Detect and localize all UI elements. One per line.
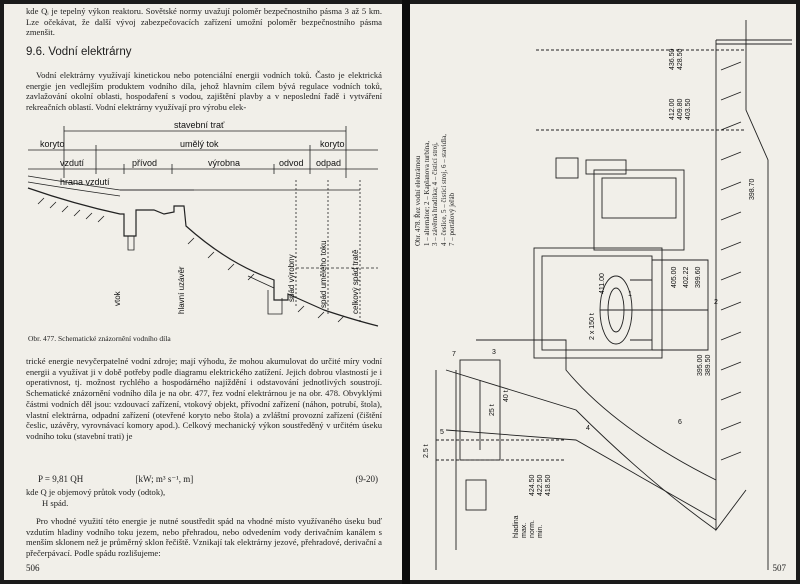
part-5: 5: [440, 429, 444, 436]
caption-line-1: 1 – alternátor; 2 – Kaplanova turbína,: [422, 140, 431, 246]
dim-2-5: 2.5 t: [423, 444, 430, 458]
label-stavebni-trat: staveb­ní trať: [174, 120, 225, 130]
formula-units: [kW; m³ s⁻¹, m]: [135, 474, 194, 484]
elev-405: 405.00: [671, 266, 678, 288]
figure-477-diagram: staveb­ní trať koryto umělý tok koryto v…: [27, 120, 379, 327]
section-heading: 9.6. Vodní elektrárny: [26, 46, 132, 58]
part-4: 4: [586, 425, 590, 432]
formula-number: (9-20): [355, 474, 379, 484]
elev-402: 402.22: [683, 266, 690, 288]
elev-395: 395.00: [697, 354, 704, 376]
formula-line: P = 9,81 QH [kW; m³ s⁻¹, m] (9-20): [26, 474, 382, 485]
label-hrana-vzduti: hrana vzdutí: [60, 177, 110, 187]
where-line-2: H spád.: [42, 498, 69, 508]
elev-436: 436.50: [669, 48, 676, 70]
level-norm: norm.: [529, 520, 536, 538]
label-koryto-right: koryto: [320, 139, 345, 149]
page-number-right: 507: [772, 563, 787, 573]
elev-422: 422.50: [537, 474, 544, 496]
label-vzduti: vzdutí: [60, 158, 85, 168]
book-gutter: [402, 0, 410, 584]
part-1: 1: [628, 291, 632, 298]
elev-399: 399.60: [695, 266, 702, 288]
label-koryto-left: koryto: [40, 139, 65, 149]
part-3: 3: [492, 349, 496, 356]
elev-411: 411.00: [599, 273, 606, 294]
label-hlavni-uzaver: hlavní uzávěr: [177, 266, 186, 314]
level-min: min.: [537, 525, 544, 538]
elev-398: 398.70: [749, 178, 756, 200]
label-odpad: odpad: [316, 158, 341, 168]
elev-403: 403.50: [685, 98, 692, 120]
dim-25: 25 t: [489, 404, 496, 416]
right-page: 436.50 428.50 412.00 409.80 403.50 398.7…: [410, 4, 796, 580]
label-vyrobna: výrobna: [208, 158, 240, 168]
label-umely-tok: umělý tok: [180, 139, 219, 149]
elev-412: 412.00: [669, 98, 676, 120]
formula: P = 9,81 QH: [38, 474, 84, 484]
dim-2x150: 2 x 150 t: [589, 313, 596, 340]
page-number-left: 506: [26, 563, 40, 573]
figure-478-section: 436.50 428.50 412.00 409.80 403.50 398.7…: [423, 20, 792, 570]
caption-title: Obr. 478. Řez vodní elektrárnou: [414, 155, 422, 246]
level-hladina: hladina: [513, 515, 520, 538]
caption-line-4: 7 – portálový jeřáb: [448, 192, 457, 246]
label-celkovy-spad: celkový spád tratě: [351, 249, 360, 314]
part-7: 7: [452, 351, 456, 358]
elev-418: 418.50: [545, 474, 552, 496]
figure-478-caption: Obr. 478. Řez vodní elektrárnou 1 – alte…: [414, 86, 457, 246]
label-spad-umeleho-toku: spád umělého toku: [319, 240, 328, 308]
elev-424: 424.50: [529, 474, 536, 496]
top-paragraph: kde Qᵢ je tepelný výkon reaktoru. Sověts…: [26, 6, 382, 38]
figure-477-caption: Obr. 477. Schematické znázornění vodního…: [28, 334, 171, 343]
elev-428: 428.50: [677, 48, 684, 70]
left-page: kde Qᵢ je tepelný výkon reaktoru. Sověts…: [4, 4, 402, 580]
part-2: 2: [714, 299, 718, 306]
label-privod: přívod: [132, 158, 157, 168]
body-paragraph-1: trické energie nevyčerpatelné vodní zdro…: [26, 356, 382, 441]
dim-40: 40 t: [503, 390, 510, 402]
label-spad-vyrobny: spád výrobny: [287, 254, 296, 302]
where-line-1: kde Q je objemový průtok vody (odtok),: [26, 487, 166, 497]
level-max: max.: [521, 523, 528, 538]
caption-line-2: 3 – závěrná hradítka; 4 – čisticí stroj,: [431, 142, 440, 246]
elev-409: 409.80: [677, 98, 684, 120]
caption-line-3: 4 – česlice, 5 – čisticí stroj, 6 – stav…: [439, 134, 448, 246]
part-6: 6: [678, 419, 682, 426]
elev-389: 389.50: [705, 354, 712, 376]
label-vtok: vtok: [113, 290, 122, 306]
body-paragraph-2: Pro vhodné využití této energie je nutné…: [26, 516, 382, 559]
intro-paragraph: Vodní elektrárny využívají kinetickou ne…: [26, 70, 382, 113]
label-odvod: odvod: [279, 158, 304, 168]
